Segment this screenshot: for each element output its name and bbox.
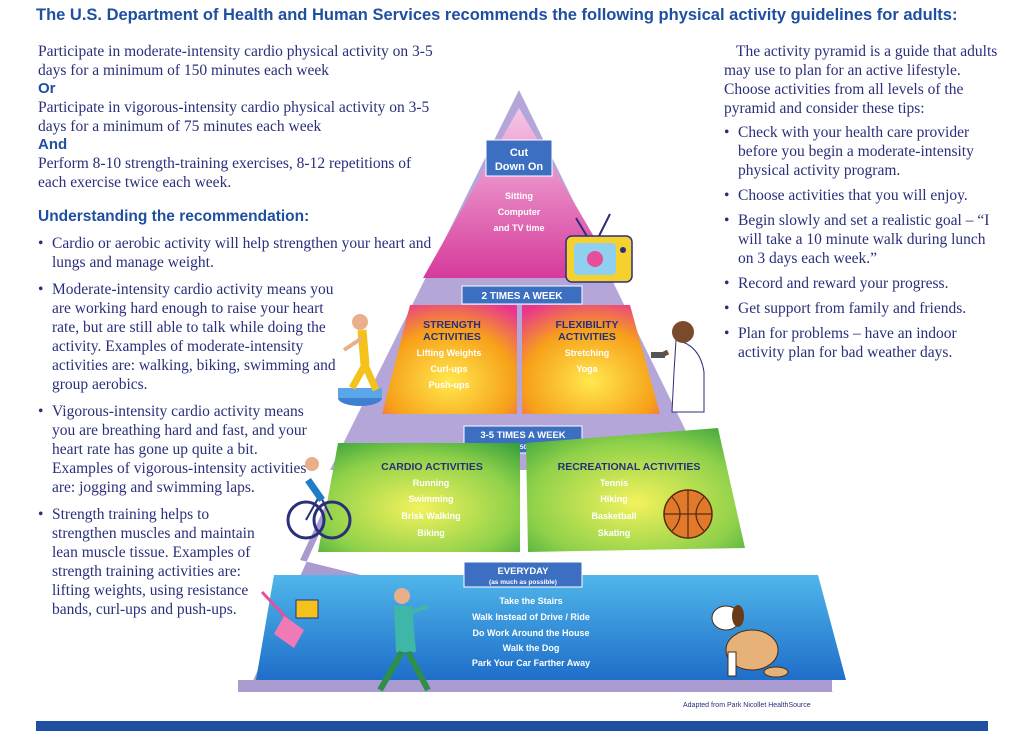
three-five-sublabel: (at least 150 minutes) <box>490 444 556 451</box>
strength-item: Curl-ups <box>431 364 468 374</box>
understanding-heading: Understanding the recommendation: <box>38 208 310 225</box>
list-item: Record and reward your progress. <box>724 274 1004 293</box>
cardio-item: Biking <box>417 528 445 538</box>
understanding-list: Cardio or aerobic activity will help str… <box>38 234 438 627</box>
flexibility-title: FLEXIBILITY <box>556 319 619 331</box>
cardio-item: Running <box>413 478 450 488</box>
recreational-item: Hiking <box>600 494 628 504</box>
list-item: Vigorous-intensity cardio activity means… <box>38 402 322 497</box>
cardio-title: CARDIO ACTIVITIES <box>381 461 483 473</box>
or-keyword: Or <box>38 80 56 97</box>
recreational-title: RECREATIONAL ACTIVITIES <box>558 461 701 473</box>
cardio-section <box>318 443 520 552</box>
tv-icon <box>565 213 633 283</box>
recreational-item: Tennis <box>600 478 628 488</box>
everyday-item: Walk the Dog <box>503 643 560 653</box>
list-item: Strength training helps to strengthen mu… <box>38 505 262 619</box>
recreational-item: Basketball <box>591 511 636 521</box>
down-on-label: Down On <box>495 161 544 173</box>
tips-list: Check with your health care provider bef… <box>724 123 1004 362</box>
cardio-item: Swimming <box>408 494 453 504</box>
flexibility-item: Stretching <box>565 348 610 358</box>
list-item: Choose activities that you will enjoy. <box>724 186 1004 205</box>
list-item: Begin slowly and set a realistic goal – … <box>724 211 1004 268</box>
footer-bar <box>36 721 988 731</box>
walking-person-icon <box>377 588 431 692</box>
flexibility-item: Yoga <box>576 364 598 374</box>
flexibility-title-2: ACTIVITIES <box>558 331 616 343</box>
strength-item: Push-ups <box>428 380 469 390</box>
everyday-item: Walk Instead of Drive / Ride <box>472 612 590 622</box>
everyday-item: Park Your Car Farther Away <box>472 658 590 668</box>
strength-item: Lifting Weights <box>417 348 482 358</box>
cut-label: Cut <box>510 147 529 159</box>
recreational-item: Skating <box>598 528 631 538</box>
basketball-icon <box>663 489 713 539</box>
step-aerobics-person-icon <box>338 314 382 406</box>
top-item: Computer <box>498 207 541 217</box>
everyday-item: Take the Stairs <box>499 596 562 606</box>
broom-icon <box>260 590 319 648</box>
strength-guideline: Perform 8-10 strength-training exercises… <box>38 155 412 191</box>
page-title: The U.S. Department of Health and Human … <box>36 6 958 24</box>
flexibility-section <box>522 305 660 414</box>
guidelines-block: Participate in moderate-intensity cardio… <box>38 42 438 192</box>
dog-icon <box>711 605 789 678</box>
strength-title: STRENGTH <box>423 319 481 331</box>
list-item: Cardio or aerobic activity will help str… <box>38 234 432 272</box>
tips-block: The activity pyramid is a guide that adu… <box>724 42 1004 368</box>
three-five-label: 3-5 TIMES A WEEK <box>480 430 565 441</box>
and-keyword: And <box>38 136 68 153</box>
tips-intro: The activity pyramid is a guide that adu… <box>724 43 998 117</box>
everyday-sublabel: (as much as possible) <box>489 579 557 586</box>
cardio-item: Brisk Walking <box>401 511 460 521</box>
everyday-item: Do Work Around the House <box>473 628 590 638</box>
strength-section <box>382 305 517 414</box>
top-item: Sitting <box>505 191 533 201</box>
two-times-banner <box>461 285 583 305</box>
list-item: Get support from family and friends. <box>724 299 1004 318</box>
list-item: Check with your health care provider bef… <box>724 123 1004 180</box>
source-credit: Adapted from Park Nicollet HealthSource <box>683 702 811 709</box>
cut-down-banner <box>485 139 553 177</box>
pyramid-top-section <box>423 108 618 278</box>
moderate-guideline: Participate in moderate-intensity cardio… <box>38 43 433 79</box>
weightlifter-person-icon <box>651 321 705 413</box>
recreational-section <box>526 428 745 552</box>
top-item: and TV time <box>493 223 544 233</box>
list-item: Plan for problems – have an indoor activ… <box>724 324 1004 362</box>
strength-title-2: ACTIVITIES <box>423 331 481 343</box>
two-times-label: 2 TIMES A WEEK <box>482 291 564 302</box>
list-item: Moderate-intensity cardio activity means… <box>38 280 352 394</box>
everyday-label: EVERYDAY <box>497 566 549 577</box>
vigorous-guideline: Participate in vigorous-intensity cardio… <box>38 99 430 135</box>
